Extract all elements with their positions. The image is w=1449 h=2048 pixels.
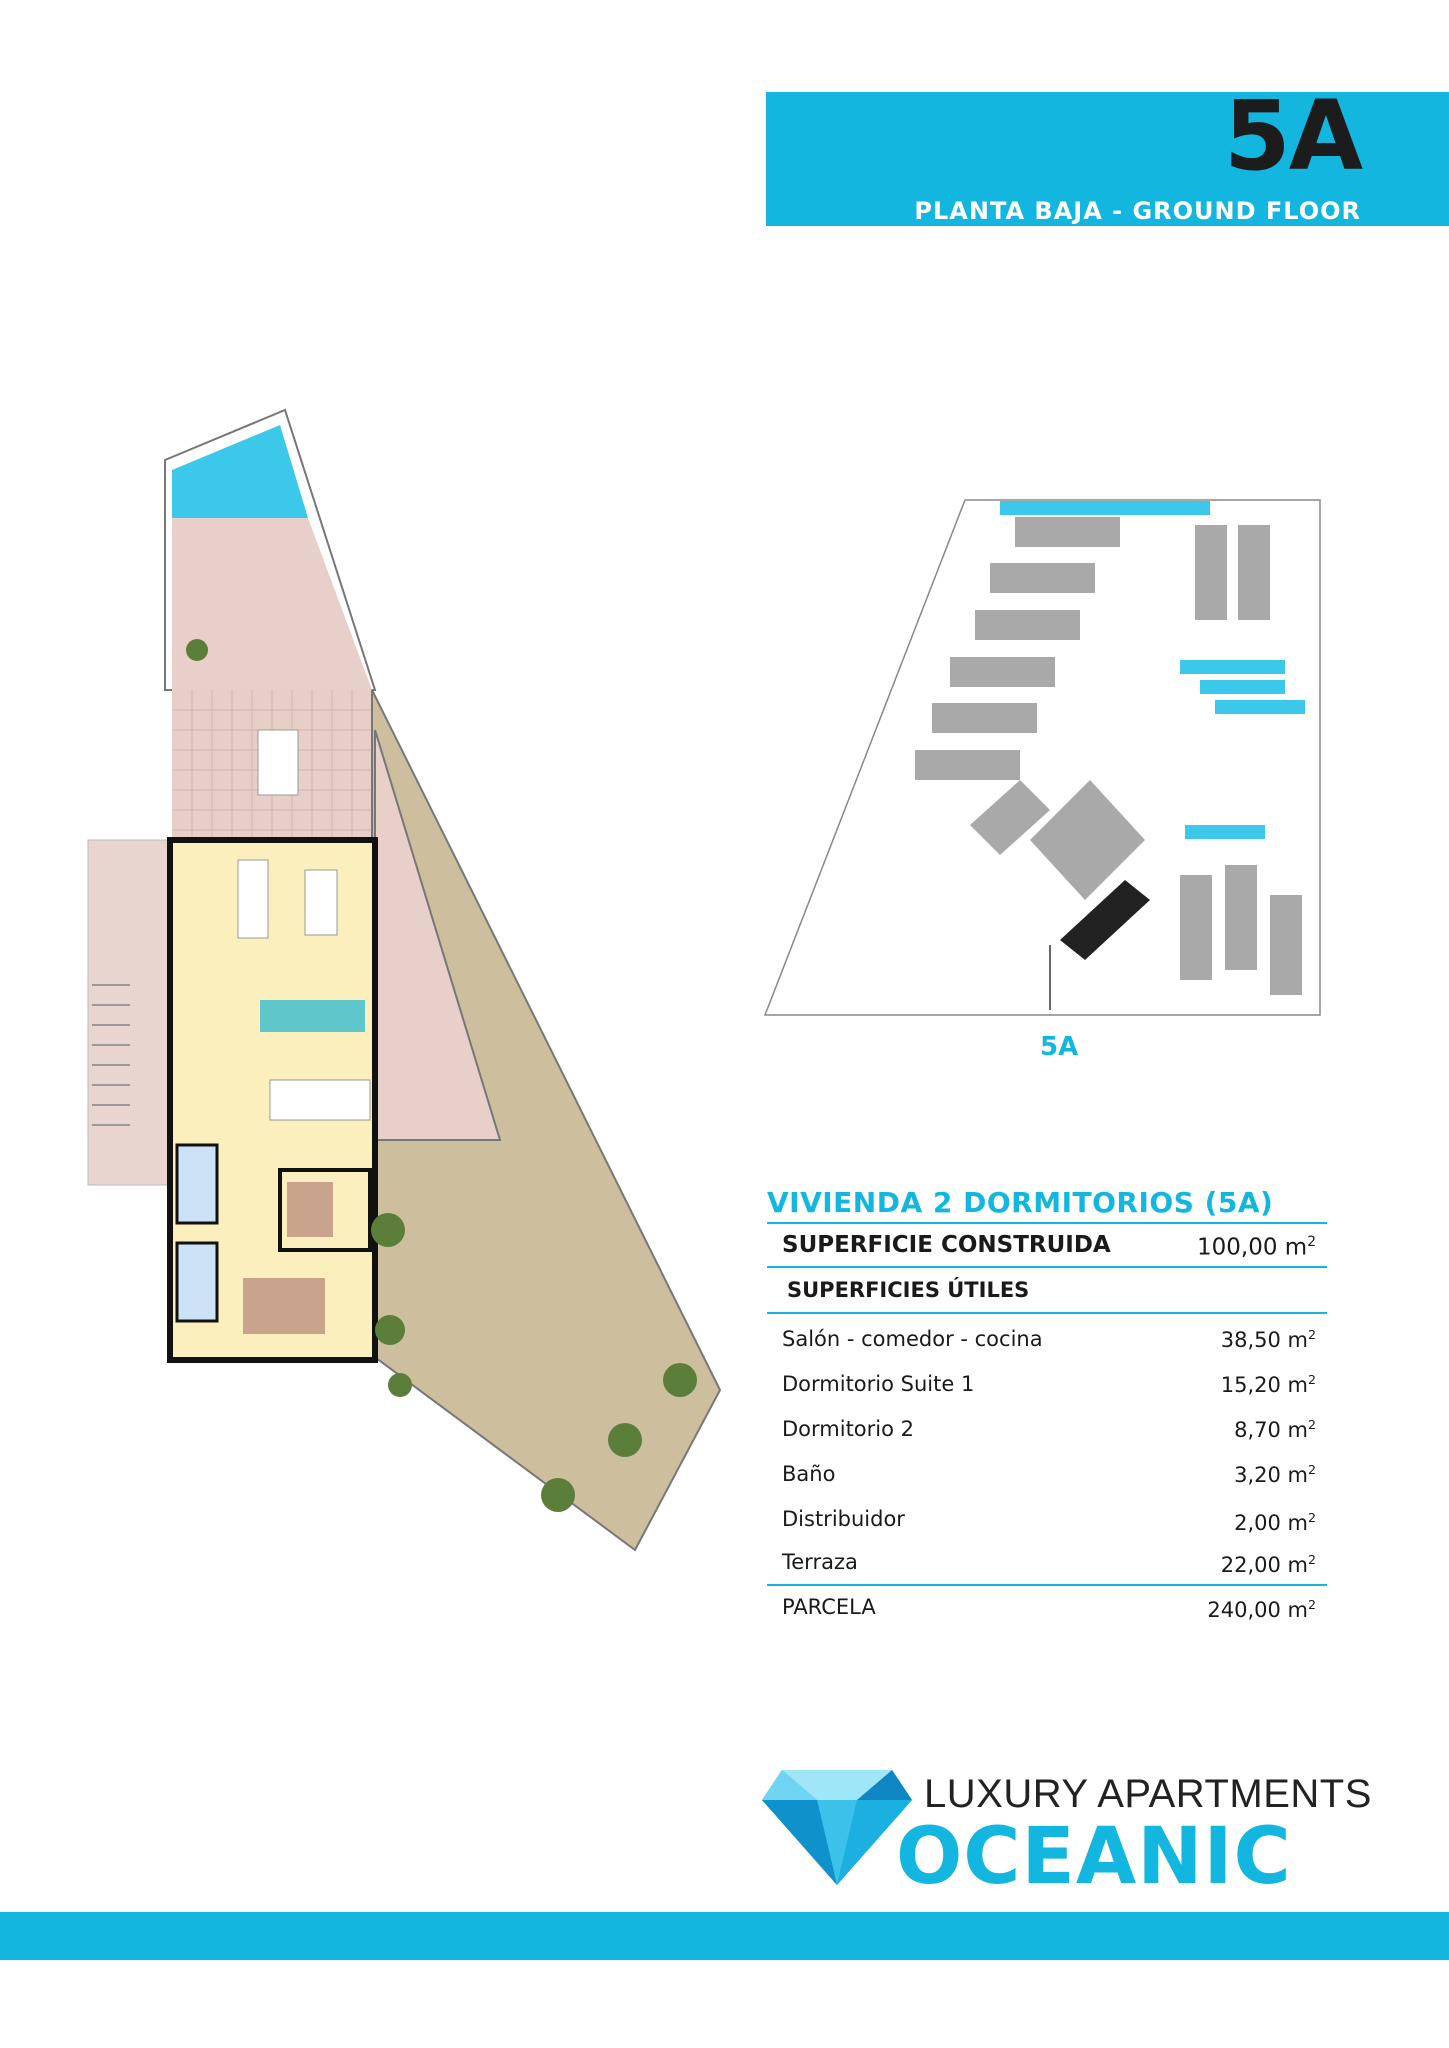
spec-row-value: 38,50 m2 bbox=[1220, 1327, 1316, 1352]
spec-title: VIVIENDA 2 DORMITORIOS (5A) bbox=[767, 1186, 1274, 1219]
spec-row-label: Distribuidor bbox=[782, 1507, 905, 1531]
footer-bar bbox=[0, 1912, 1449, 1960]
divider bbox=[767, 1584, 1327, 1586]
built-area-value: 100,00 m2 bbox=[1197, 1234, 1316, 1261]
spec-row-value: 3,20 m2 bbox=[1234, 1462, 1316, 1487]
spec-row-label: Dormitorio Suite 1 bbox=[782, 1372, 975, 1396]
header-banner bbox=[766, 92, 1449, 226]
plot-value: 240,00 m2 bbox=[1207, 1597, 1316, 1622]
floor-plan-image bbox=[87, 408, 722, 1552]
spec-row-value: 2,00 m2 bbox=[1234, 1510, 1316, 1535]
spec-row-label: Baño bbox=[782, 1462, 836, 1486]
brand-tagline: LUXURY APARTMENTS bbox=[924, 1772, 1372, 1816]
spec-row-label: Terraza bbox=[782, 1550, 858, 1574]
divider bbox=[767, 1222, 1327, 1224]
spec-row-label: Salón - comedor - cocina bbox=[782, 1327, 1043, 1351]
plot-label: PARCELA bbox=[782, 1595, 876, 1619]
spec-row-value: 22,00 m2 bbox=[1220, 1552, 1316, 1577]
useful-areas-label: SUPERFICIES ÚTILES bbox=[787, 1278, 1030, 1302]
spec-row-value: 8,70 m2 bbox=[1234, 1417, 1316, 1442]
site-plan-image bbox=[763, 499, 1321, 1016]
diamond-logo-icon bbox=[762, 1770, 912, 1885]
brand-name: OCEANIC bbox=[896, 1812, 1292, 1902]
divider bbox=[767, 1312, 1327, 1314]
floor-label: PLANTA BAJA - GROUND FLOOR bbox=[914, 197, 1361, 225]
divider bbox=[767, 1266, 1327, 1268]
spec-row-value: 15,20 m2 bbox=[1220, 1372, 1316, 1397]
spec-row-label: Dormitorio 2 bbox=[782, 1417, 915, 1441]
unit-code: 5A bbox=[1223, 80, 1363, 192]
built-area-label: SUPERFICIE CONSTRUIDA bbox=[782, 1232, 1111, 1258]
site-plan-unit-label: 5A bbox=[1040, 1032, 1079, 1062]
